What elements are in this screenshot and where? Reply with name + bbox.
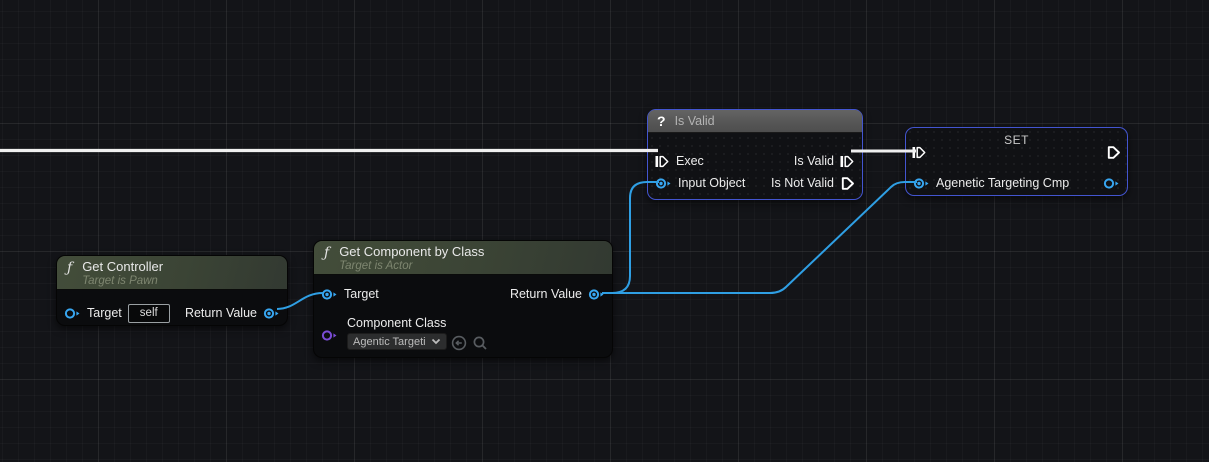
pin-label-return-value: Return Value	[184, 306, 257, 320]
object-wire-component-to-set[interactable]	[602, 181, 917, 294]
node-title: SET	[1004, 133, 1029, 147]
object-pin-output-connected[interactable]	[588, 288, 605, 301]
pin-label-variable: Agenetic Targeting Cmp	[936, 176, 1070, 190]
pin-label-target: Target	[87, 306, 122, 320]
object-wire-controller-to-component[interactable]	[276, 292, 324, 310]
pin-label-component-class: Component Class	[347, 316, 447, 330]
node-subtitle: Target is Actor	[339, 260, 413, 272]
node-header[interactable]: ƒ Get Component by Class Target is Actor	[314, 241, 612, 275]
class-pin-input[interactable]	[321, 329, 338, 342]
node-subtitle: Target is Pawn	[82, 275, 158, 287]
node-header[interactable]: ƒ Get Controller Target is Pawn	[57, 256, 287, 290]
object-pin-output-connected[interactable]	[263, 307, 280, 320]
exec-pin-output-connected[interactable]	[840, 154, 855, 169]
node-title: Is Valid	[674, 114, 715, 128]
exec-pin-input-connected[interactable]	[655, 154, 670, 169]
pin-label-exec: Exec	[676, 154, 704, 168]
pin-label-input-object: Input Object	[678, 176, 746, 190]
component-class-dropdown[interactable]: Agentic Targeti	[347, 333, 447, 350]
target-default-input[interactable]: self	[127, 303, 170, 323]
function-icon: ƒ	[67, 260, 73, 276]
question-mark-icon: ?	[657, 113, 666, 129]
pin-label-is-not-valid: Is Not Valid	[771, 176, 834, 190]
object-pin-output-unconnected[interactable]	[1103, 177, 1120, 190]
node-is-valid[interactable]: ? Is Valid Exec Is Valid	[647, 109, 863, 200]
pin-label-target: Target	[344, 287, 379, 301]
node-get-controller[interactable]: ƒ Get Controller Target is Pawn Target s…	[56, 255, 288, 326]
pin-label-is-valid: Is Valid	[793, 154, 834, 168]
search-icon[interactable]	[472, 335, 488, 356]
reset-to-default-icon[interactable]	[451, 335, 467, 356]
object-wire-component-to-isvalid[interactable]	[602, 181, 659, 294]
object-pin-input[interactable]	[64, 307, 81, 320]
exec-pin-output-unconnected[interactable]	[1106, 145, 1121, 160]
node-title: Get Component by Class	[339, 244, 485, 259]
exec-pin-output-unconnected[interactable]	[840, 176, 855, 191]
node-header[interactable]: ? Is Valid	[648, 110, 862, 133]
chevron-down-icon	[431, 338, 441, 345]
pin-label-return-value: Return Value	[509, 287, 582, 301]
component-class-selected-value: Agentic Targeti	[353, 335, 426, 348]
function-icon: ƒ	[324, 245, 330, 261]
node-title: Get Controller	[82, 259, 164, 274]
node-get-component-by-class[interactable]: ƒ Get Component by Class Target is Actor…	[313, 240, 613, 358]
node-set-agenetic-targeting-cmp[interactable]: SET Agenetic Targeting Cmp	[905, 127, 1128, 196]
